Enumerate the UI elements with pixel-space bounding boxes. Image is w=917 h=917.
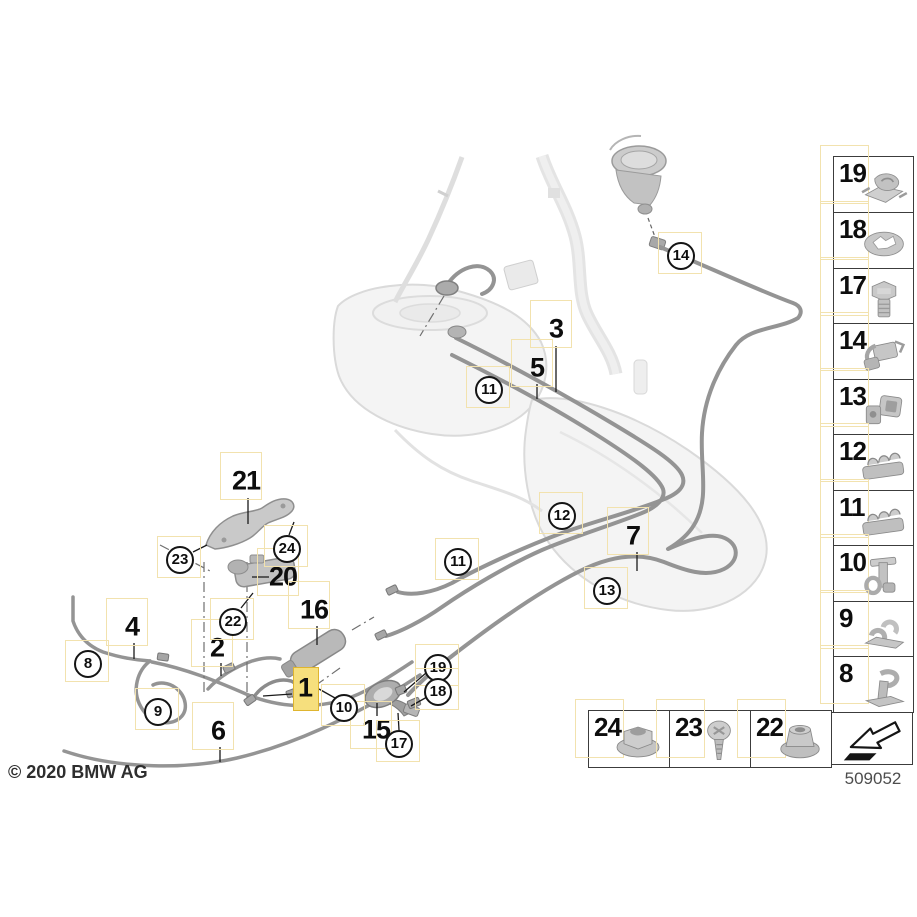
sidebar-part-8[interactable]: 8 [820,645,914,713]
torx-screw-icon [706,719,732,761]
double-pipe-clip-icon [857,611,911,655]
sidebar-part-12[interactable]: 12 [820,423,914,491]
lock-washer-icon [864,231,904,257]
filler-neck [609,134,667,251]
filler-hoses [392,153,623,376]
vent-line [406,245,803,697]
fuel-tank [332,283,768,612]
multi-line-clip-icon [861,452,905,481]
bracket-21 [205,498,295,550]
tank-flange [447,325,467,339]
line-4 [71,595,152,663]
sidebar-part-9[interactable]: 9 [820,590,914,658]
sidebar-part-17[interactable]: 17 [820,257,914,325]
filter-16 [281,628,347,678]
return-line [384,353,666,638]
pipe-clip-icon [860,172,909,204]
sidebar-part-13[interactable]: 13 [820,368,914,436]
sender-cap [435,280,459,296]
holder-clip-icon [857,333,911,377]
hex-bolt-icon [871,280,897,318]
loop-9 [134,659,188,725]
sender-hose [445,264,496,296]
copyright-text: © 2020 BMW AG [8,762,148,782]
sidebar-part-10[interactable]: 10 [820,534,914,602]
bottom-part-23[interactable]: 23 [656,699,751,768]
small-parts [156,280,467,717]
flange-nut-icon [780,724,820,759]
socket-clip-icon [865,394,903,425]
clamp-15 [364,679,420,717]
line-2 [206,656,282,691]
foot-bracket-icon [857,666,911,710]
sidebar-part-18[interactable]: 18 [820,201,914,269]
sidebar-part-19[interactable]: 19 [820,145,914,213]
bottom-part-24[interactable]: 24 [575,699,670,768]
bracket-holder-icon [857,555,911,599]
diagram-code: 509052 [844,769,902,788]
hex-nut-icon [616,726,660,758]
direction-arrow-icon [842,721,901,762]
sidebar-part-11[interactable]: 11 [820,479,914,547]
bottom-part-22[interactable]: 22 [737,699,832,768]
direction-legend-cell [831,712,913,765]
multi-line-clip-icon [861,508,905,537]
sidebar-part-14[interactable]: 14 [820,312,914,380]
